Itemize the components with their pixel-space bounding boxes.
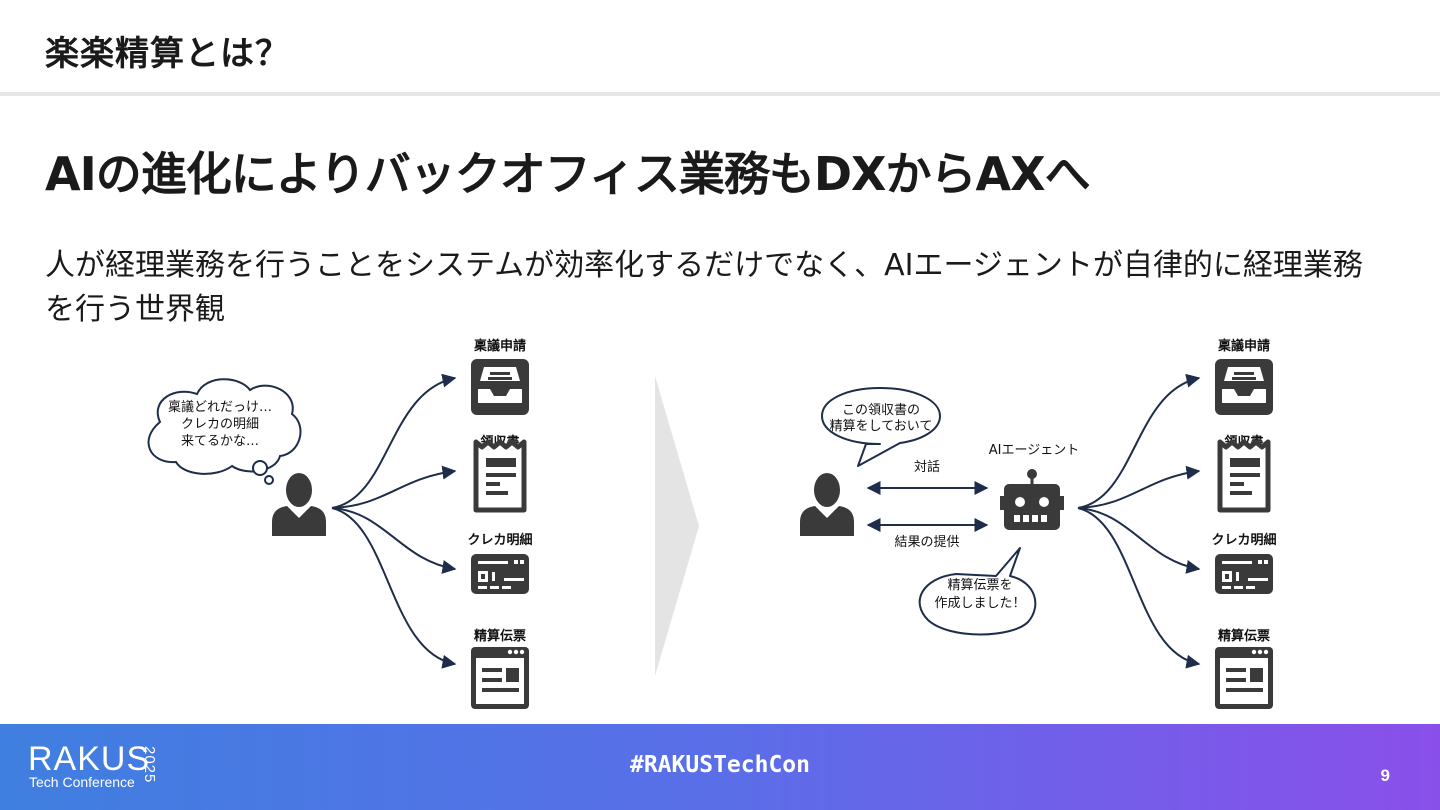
user-icon — [272, 473, 326, 536]
conference-logo-year: 2025 — [141, 746, 158, 784]
header-divider — [0, 92, 1440, 96]
right-arrows — [1077, 373, 1201, 669]
comparison-diagram: 稟議どれだっけ… クレカの明細 来てるかな… 稟議申請 領収書 クレカ明細 精算… — [147, 338, 1277, 709]
result-label: 結果の提供 — [894, 534, 959, 550]
agent-bubble-line-1: 精算伝票を — [947, 578, 1012, 593]
left-arrows — [331, 373, 457, 669]
thought-line-2: クレカの明細 — [181, 417, 259, 432]
event-hashtag: #RAKUSTechCon — [629, 752, 810, 778]
thought-line-1: 稟議どれだっけ… — [168, 399, 272, 415]
conference-logo-main: RAKUS — [28, 740, 151, 778]
section-title: 楽楽精算とは？ — [45, 34, 290, 74]
slide-headline: AIの進化によりバックオフィス業務もDXからAXへ — [45, 147, 1091, 201]
transition-chevron — [655, 376, 699, 676]
left-item-card-label: クレカ明細 — [467, 532, 532, 548]
agent-speech-bubble: 精算伝票を 作成しました！ — [918, 547, 1037, 636]
left-item-slip-label: 精算伝票 — [474, 628, 526, 644]
description-line-2: を行う世界観 — [45, 292, 225, 327]
receipt-icon-right — [1220, 442, 1268, 510]
footer-bar: RAKUS Tech Conference 2025 #RAKUSTechCon… — [0, 724, 1440, 810]
thought-line-3: 来てるかな… — [181, 434, 259, 449]
user-speech-bubble: この領収書の 精算をしておいて — [821, 387, 941, 467]
approval-tray-icon — [471, 359, 529, 415]
robot-icon — [1000, 469, 1064, 530]
user-bubble-line-1: この領収書の — [842, 402, 920, 418]
conference-logo-sub: Tech Conference — [29, 774, 135, 790]
agent-bubble-line-2: 作成しました！ — [934, 596, 1025, 611]
description-line-1: 人が経理業務を行うことをシステムが効率化するだけでなく、AIエージェントが自律的… — [45, 248, 1363, 283]
user-bubble-line-2: 精算をしておいて — [830, 419, 933, 434]
page-number: 9 — [1380, 766, 1390, 785]
left-thought-cloud: 稟議どれだっけ… クレカの明細 来てるかな… — [147, 378, 302, 485]
ai-agent-label: AIエージェント — [989, 443, 1079, 458]
dialog-arrows — [866, 481, 989, 532]
right-item-approval-label: 稟議申請 — [1217, 338, 1270, 354]
right-item-slip-label: 精算伝票 — [1218, 628, 1270, 644]
left-item-approval-label: 稟議申請 — [473, 338, 526, 354]
user-icon-right — [800, 473, 854, 536]
right-item-card-label: クレカ明細 — [1211, 532, 1276, 548]
approval-tray-icon-right — [1215, 359, 1273, 415]
receipt-icon — [476, 442, 524, 510]
expense-slip-icon-right — [1215, 647, 1273, 709]
dialog-label: 対話 — [914, 459, 940, 475]
expense-slip-icon — [471, 647, 529, 709]
credit-card-icon — [471, 554, 529, 594]
credit-card-icon-right — [1215, 554, 1273, 594]
slide-description: 人が経理業務を行うことをシステムが効率化するだけでなく、AIエージェントが自律的… — [45, 244, 1405, 332]
